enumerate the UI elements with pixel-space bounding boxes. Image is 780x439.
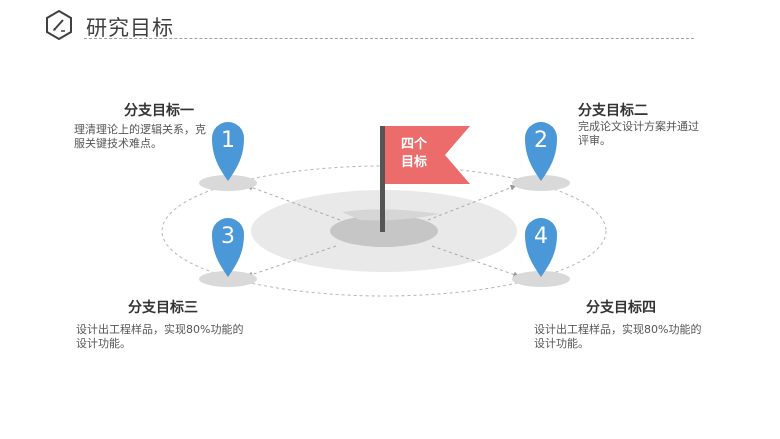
goal-2-title: 分支目标二 — [578, 100, 648, 120]
flag — [385, 126, 470, 184]
goal-4-desc: 设计出工程样品，实现80%功能的设计功能。 — [534, 323, 706, 351]
goal-3-desc: 设计出工程样品，实现80%功能的设计功能。 — [76, 323, 246, 351]
goal-4-pin: 4 — [512, 218, 570, 287]
flag-pole — [380, 126, 385, 232]
goal-3-number: 3 — [221, 224, 235, 249]
goal-2-pin: 2 — [512, 122, 570, 191]
flag-label-line1: 四个 — [401, 136, 428, 152]
goal-1-number: 1 — [221, 128, 235, 153]
goal-1-pin: 1 — [199, 122, 257, 191]
goal-3-pin: 3 — [199, 218, 257, 287]
goal-4-number: 4 — [534, 224, 548, 249]
goal-1-title: 分支目标一 — [124, 100, 194, 120]
goal-2-desc: 完成论文设计方案并通过评审。 — [578, 120, 700, 148]
goal-2-number: 2 — [534, 128, 548, 153]
flag-label-line2: 目标 — [401, 154, 427, 170]
goal-1-desc: 理清理论上的逻辑关系，克服关键技术难点。 — [74, 123, 206, 151]
goal-3-title: 分支目标三 — [128, 297, 198, 317]
goal-4-title: 分支目标四 — [586, 297, 656, 317]
